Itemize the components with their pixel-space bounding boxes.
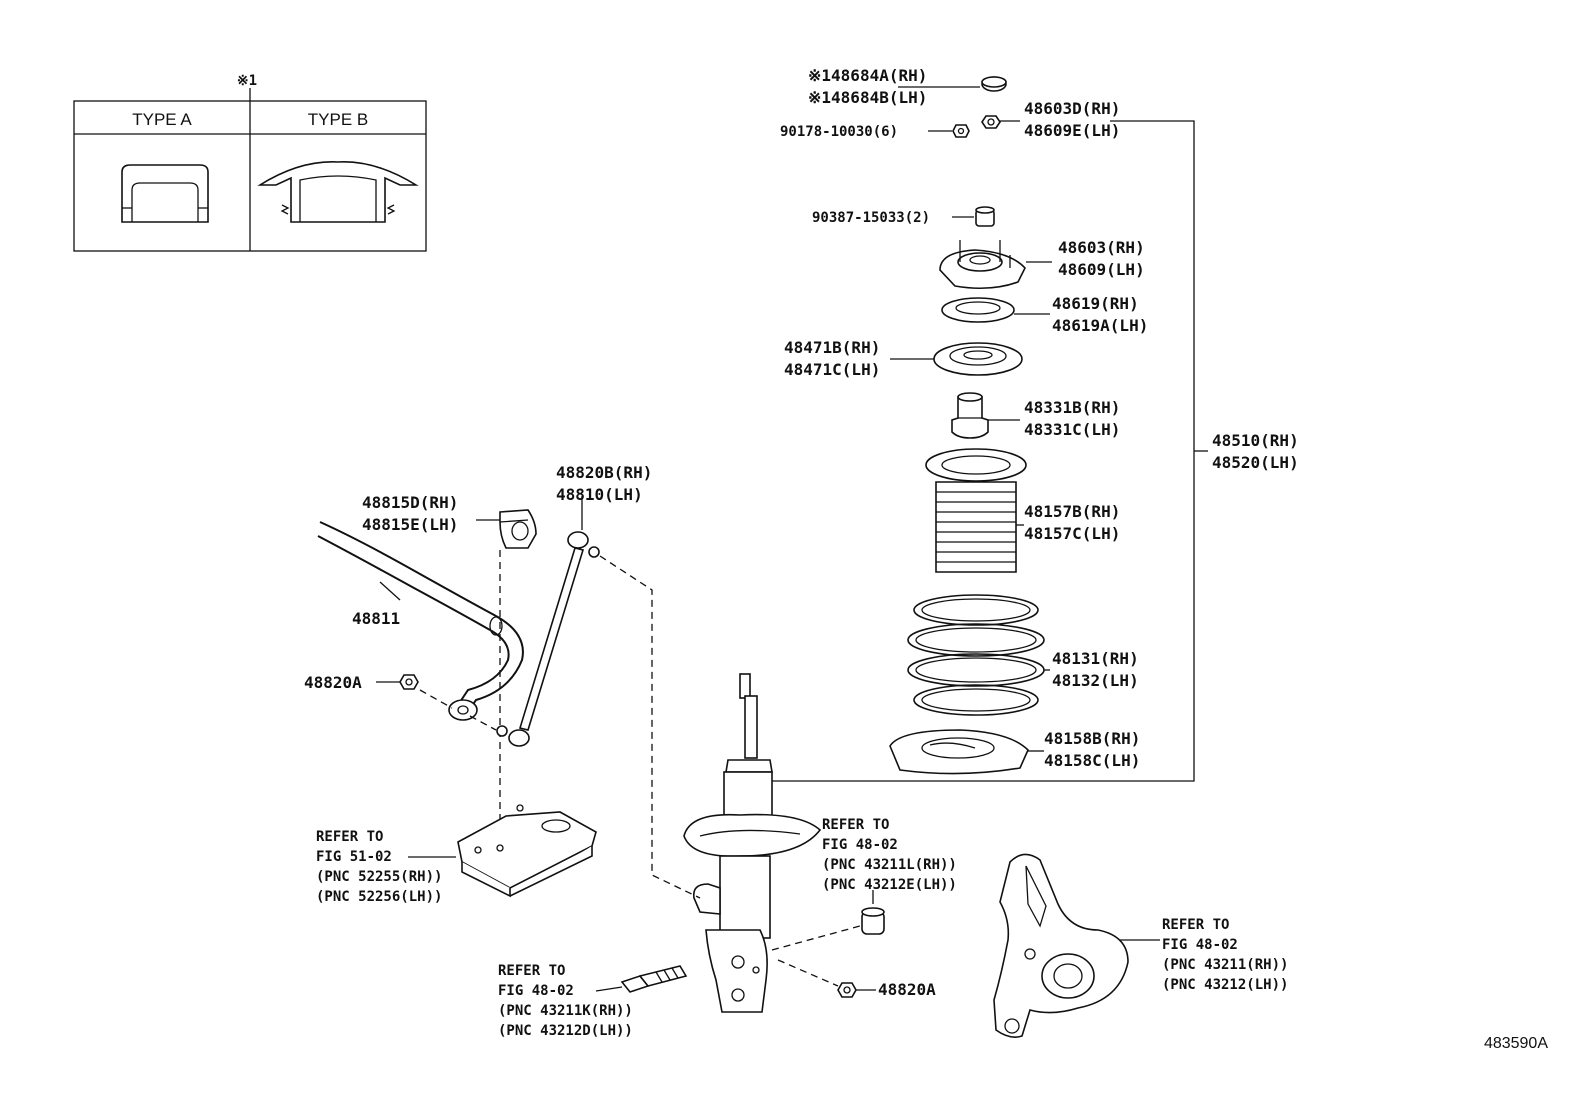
upper-link-nut-part — [399, 674, 419, 690]
stabilizer-link-part — [496, 531, 600, 747]
type-table: ※1 TYPE A TYPE B — [73, 73, 427, 252]
dust-boot-part — [925, 448, 1027, 573]
diagram-id: 483590A — [1484, 1035, 1548, 1052]
ref-subframe-l3: (PNC 52255(RH)) — [316, 869, 442, 885]
label-link-nut-2: 48820A — [878, 980, 936, 999]
type-b-label: TYPE B — [308, 110, 368, 129]
bump-stopper-part — [951, 392, 989, 439]
strut-support-part — [939, 240, 1026, 290]
lower-insulator-part — [889, 729, 1029, 775]
label-stab-bush-lh: 48815E(LH) — [362, 515, 458, 534]
label-cap-lh: ※148684B(LH) — [808, 88, 927, 107]
bearing-part — [941, 297, 1015, 323]
ref-bolt-l3: (PNC 43211K(RH)) — [498, 1003, 633, 1019]
steering-knuckle-part — [993, 853, 1129, 1038]
label-bumper-lh: 48331C(LH) — [1024, 420, 1120, 439]
label-bush-cap: 90387-15033(2) — [812, 210, 930, 226]
top-nut-part — [981, 115, 1001, 129]
label-link-lh: 48810(LH) — [556, 485, 643, 504]
ref-subframe-l2: FIG 51-02 — [316, 849, 392, 865]
ref-knuckle-l1: REFER TO — [1162, 917, 1229, 933]
label-nut-lh: 48609E(LH) — [1024, 121, 1120, 140]
label-assy-lh: 48520(LH) — [1212, 453, 1299, 472]
strut-bush-part — [861, 907, 885, 935]
label-link-rh: 48820B(RH) — [556, 463, 652, 482]
bush-cap-part — [975, 206, 995, 227]
label-seat-lh: 48471C(LH) — [784, 360, 880, 379]
label-spring-lh: 48132(LH) — [1052, 671, 1139, 690]
label-assy-rh: 48510(RH) — [1212, 431, 1299, 450]
ref-subframe-l4: (PNC 52256(LH)) — [316, 889, 442, 905]
small-nut-part — [952, 124, 970, 138]
stabilizer-bushing-part — [499, 509, 537, 549]
lower-link-nut-part — [837, 982, 857, 998]
ref-bolt-l2: FIG 48-02 — [498, 983, 574, 999]
note-mark: ※1 — [237, 73, 257, 89]
label-seat-rh: 48471B(RH) — [784, 338, 880, 357]
type-b-cap-drawing — [257, 161, 419, 223]
ref-knuckle-l4: (PNC 43212(LH)) — [1162, 977, 1288, 993]
stabilizer-bar-part — [317, 521, 524, 721]
label-insul-lh: 48158C(LH) — [1044, 751, 1140, 770]
label-nut-rh: 48603D(RH) — [1024, 99, 1120, 118]
ref-bolt-l1: REFER TO — [498, 963, 565, 979]
ref-bush-l3: (PNC 43211L(RH)) — [822, 857, 957, 873]
ref-knuckle-l3: (PNC 43211(RH)) — [1162, 957, 1288, 973]
ref-knuckle-l2: FIG 48-02 — [1162, 937, 1238, 953]
label-link-nut-1: 48820A — [304, 673, 362, 692]
cap-part — [981, 76, 1007, 92]
label-bumper-rh: 48331B(RH) — [1024, 398, 1120, 417]
type-a-cap-drawing — [121, 164, 209, 223]
ref-bolt-l4: (PNC 43212D(LH)) — [498, 1023, 633, 1039]
spring-seat-part — [933, 342, 1023, 376]
label-nut-small: 90178-10030(6) — [780, 124, 898, 140]
ref-bush-l4: (PNC 43212E(LH)) — [822, 877, 957, 893]
label-stab-bar: 48811 — [352, 609, 400, 628]
label-insul-rh: 48158B(RH) — [1044, 729, 1140, 748]
subframe-bracket-part — [457, 804, 597, 898]
type-a-label: TYPE A — [132, 110, 192, 129]
label-bearing-rh: 48619(RH) — [1052, 294, 1139, 313]
label-stab-bush-rh: 48815D(RH) — [362, 493, 458, 512]
label-boot-lh: 48157C(LH) — [1024, 524, 1120, 543]
ref-subframe-l1: REFER TO — [316, 829, 383, 845]
ref-bush-l1: REFER TO — [822, 817, 889, 833]
label-cap-rh: ※148684A(RH) — [808, 66, 927, 85]
label-boot-rh: 48157B(RH) — [1024, 502, 1120, 521]
label-bearing-lh: 48619A(LH) — [1052, 316, 1148, 335]
label-spring-rh: 48131(RH) — [1052, 649, 1139, 668]
label-support-lh: 48609(LH) — [1058, 260, 1145, 279]
label-support-rh: 48603(RH) — [1058, 238, 1145, 257]
ref-bush-l2: FIG 48-02 — [822, 837, 898, 853]
strut-bolt-part — [620, 965, 688, 993]
shock-absorber-part — [683, 673, 822, 1013]
coil-spring-part — [907, 594, 1045, 716]
